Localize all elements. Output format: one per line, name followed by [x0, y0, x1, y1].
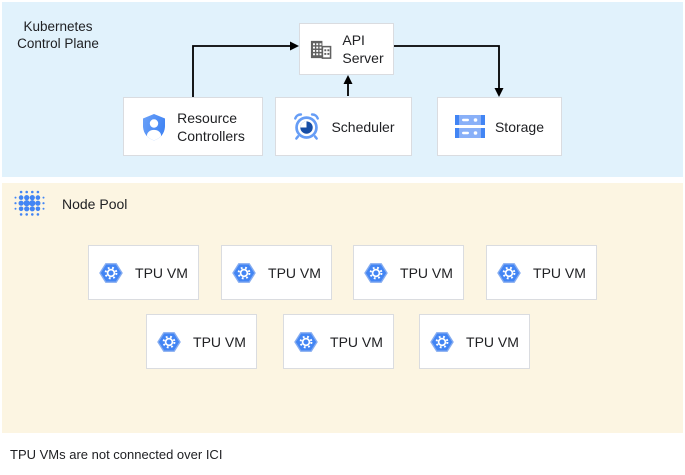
tpu-hexagon-icon [294, 331, 318, 353]
control-plane-title-line2: Control Plane [17, 36, 99, 51]
tpu-hexagon-icon [99, 262, 123, 284]
api-server-label-line1: API [342, 32, 365, 48]
node-pool-header: Node Pool [12, 189, 127, 218]
tpu-vm-label: TPU VM [135, 264, 188, 281]
tpu-hexagon-icon [232, 262, 256, 284]
tpu-vm-label: TPU VM [400, 264, 453, 281]
tpu-vm-node-6: TPU VM [283, 314, 394, 369]
tpu-vm-label: TPU VM [533, 264, 586, 281]
scheduler-node: Scheduler [275, 97, 412, 156]
api-server-node: API Server [299, 23, 394, 75]
tpu-vm-label: TPU VM [193, 333, 246, 350]
storage-icon [454, 114, 485, 139]
api-server-label: API Server [342, 31, 383, 67]
api-server-label-line2: Server [342, 50, 384, 66]
footer-note: TPU VMs are not connected over ICI [10, 447, 223, 462]
tpu-vm-node-1: TPU VM [88, 245, 199, 300]
tpu-vm-label: TPU VM [268, 264, 321, 281]
control-plane-title-line1: Kubernetes [23, 19, 93, 34]
tpu-hexagon-icon [364, 262, 388, 284]
tpu-vm-node-5: TPU VM [146, 314, 257, 369]
resource-controllers-label-line2: Controllers [177, 127, 245, 144]
clock-icon [292, 112, 321, 141]
node-pool-section [2, 183, 683, 433]
tpu-vm-node-2: TPU VM [221, 245, 332, 300]
tpu-vm-label: TPU VM [330, 333, 383, 350]
tpu-vm-label: TPU VM [466, 333, 519, 350]
scheduler-label: Scheduler [331, 118, 395, 135]
node-pool-dots-icon [12, 189, 48, 218]
control-plane-title: Kubernetes Control Plane [8, 18, 108, 52]
shield-user-icon [141, 113, 167, 141]
storage-label: Storage [494, 118, 545, 135]
tpu-hexagon-icon [497, 262, 521, 284]
tpu-vm-node-3: TPU VM [353, 245, 464, 300]
resource-controllers-label-line1: Resource [177, 109, 238, 126]
node-pool-label: Node Pool [62, 195, 128, 212]
tpu-vm-node-7: TPU VM [419, 314, 530, 369]
building-icon [309, 38, 332, 61]
tpu-hexagon-icon [430, 331, 454, 353]
resource-controllers-label: Resource Controllers [177, 109, 245, 145]
tpu-hexagon-icon [157, 331, 181, 353]
storage-node: Storage [437, 97, 562, 156]
tpu-vm-node-4: TPU VM [486, 245, 597, 300]
resource-controllers-node: Resource Controllers [123, 97, 263, 156]
